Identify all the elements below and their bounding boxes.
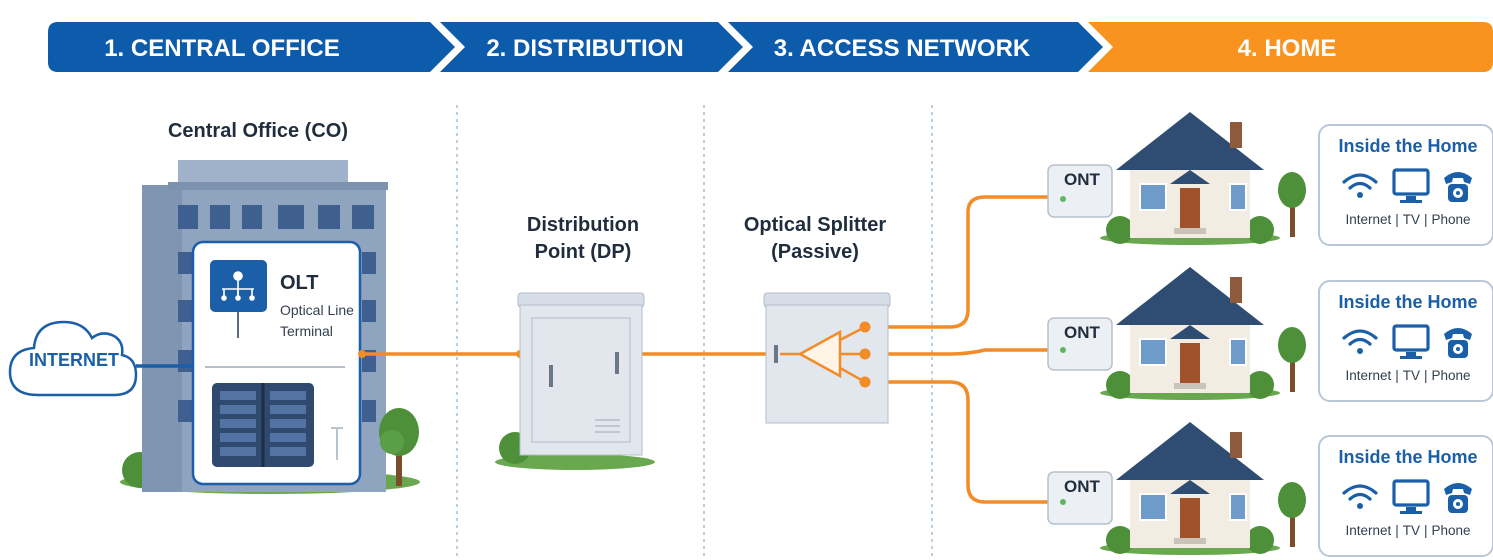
service-tv: TV	[1402, 523, 1420, 538]
splitter-line1: Optical Splitter	[743, 214, 887, 236]
wifi-icon	[1342, 329, 1378, 354]
splitter-to-home-1-fiber	[865, 195, 1050, 329]
service-tv: TV	[1402, 212, 1420, 227]
olt-subtitle-line2: Terminal	[280, 323, 333, 339]
service-internet: Internet	[1345, 368, 1392, 383]
phone-icon	[1444, 483, 1472, 513]
service-internet: Internet	[1345, 523, 1392, 538]
service-icons	[1342, 168, 1472, 203]
olt-subtitle: Optical Line Terminal	[280, 300, 354, 342]
services-list: Internet|TV|Phone	[1320, 368, 1493, 383]
ont-icon	[1047, 164, 1113, 525]
house-icon	[1100, 112, 1306, 555]
splitter-icon	[780, 325, 866, 384]
service-tv: TV	[1402, 368, 1420, 383]
distribution-line2: Point (DP)	[534, 241, 632, 263]
services-list: Internet|TV|Phone	[1320, 523, 1493, 538]
service-phone: Phone	[1431, 368, 1471, 383]
distribution-point-label: Distribution Point (DP)	[483, 212, 683, 266]
internet-label: INTERNET	[29, 350, 119, 370]
fiber-links	[136, 195, 1050, 504]
service-icons	[1342, 479, 1472, 514]
olt-icon	[210, 260, 267, 338]
stage-1-chevron	[48, 22, 455, 72]
stage-1-label: 1. CENTRAL OFFICE	[104, 35, 340, 62]
stage-3-chevron	[728, 22, 1103, 72]
wifi-icon	[1342, 173, 1378, 198]
distribution-line1: Distribution	[526, 214, 640, 236]
card-title: Inside the Home	[1338, 292, 1478, 312]
tv-icon	[1392, 479, 1430, 514]
service-phone: Phone	[1431, 523, 1471, 538]
central-office-title: Central Office (CO)	[167, 120, 349, 142]
separator: |	[1424, 212, 1428, 227]
optical-splitter-label: Optical Splitter (Passive)	[715, 212, 915, 266]
separator: |	[1424, 368, 1428, 383]
service-icons	[1342, 324, 1472, 359]
separator: |	[1395, 523, 1399, 538]
stage-4-label: 4. HOME	[1238, 35, 1337, 62]
phone-icon	[1444, 328, 1472, 358]
splitter-line2: (Passive)	[771, 241, 859, 263]
wifi-icon	[1342, 484, 1378, 509]
card-title: Inside the Home	[1338, 447, 1478, 467]
inside-home-card-1: Inside the Home Internet|TV|Phone	[1318, 124, 1493, 246]
stage-2-chevron	[440, 22, 743, 72]
inside-home-card-3: Inside the Home Internet|TV|Phone	[1318, 435, 1493, 557]
card-title: Inside the Home	[1338, 136, 1478, 156]
ont-label-2: ONT	[1064, 323, 1100, 342]
stage-banner: 1. CENTRAL OFFICE 2. DISTRIBUTION 3. ACC…	[48, 22, 1493, 72]
separator: |	[1395, 212, 1399, 227]
column-separators	[456, 105, 933, 560]
stage-3-label: 3. ACCESS NETWORK	[774, 35, 1031, 62]
service-internet: Internet	[1345, 212, 1392, 227]
splitter-to-home-3-fiber	[865, 380, 1050, 504]
tv-icon	[1392, 324, 1430, 359]
tree-icon	[379, 408, 419, 486]
splitter-to-home-2-fiber	[865, 348, 1050, 356]
service-phone: Phone	[1431, 212, 1471, 227]
ont-label-3: ONT	[1064, 477, 1100, 496]
ont-label-1: ONT	[1064, 170, 1100, 189]
phone-icon	[1444, 172, 1472, 202]
tv-icon	[1392, 168, 1430, 203]
olt-subtitle-line1: Optical Line	[280, 302, 354, 318]
olt-title: OLT	[280, 272, 319, 294]
cloud-icon	[8, 320, 138, 397]
separator: |	[1424, 523, 1428, 538]
cabinet-icon	[517, 292, 645, 456]
inside-home-card-2: Inside the Home Internet|TV|Phone	[1318, 280, 1493, 402]
server-rack-icon	[212, 383, 343, 467]
separator: |	[1395, 368, 1399, 383]
stage-2-label: 2. DISTRIBUTION	[486, 35, 683, 62]
services-list: Internet|TV|Phone	[1320, 212, 1493, 227]
stage-4-chevron	[1088, 22, 1493, 72]
